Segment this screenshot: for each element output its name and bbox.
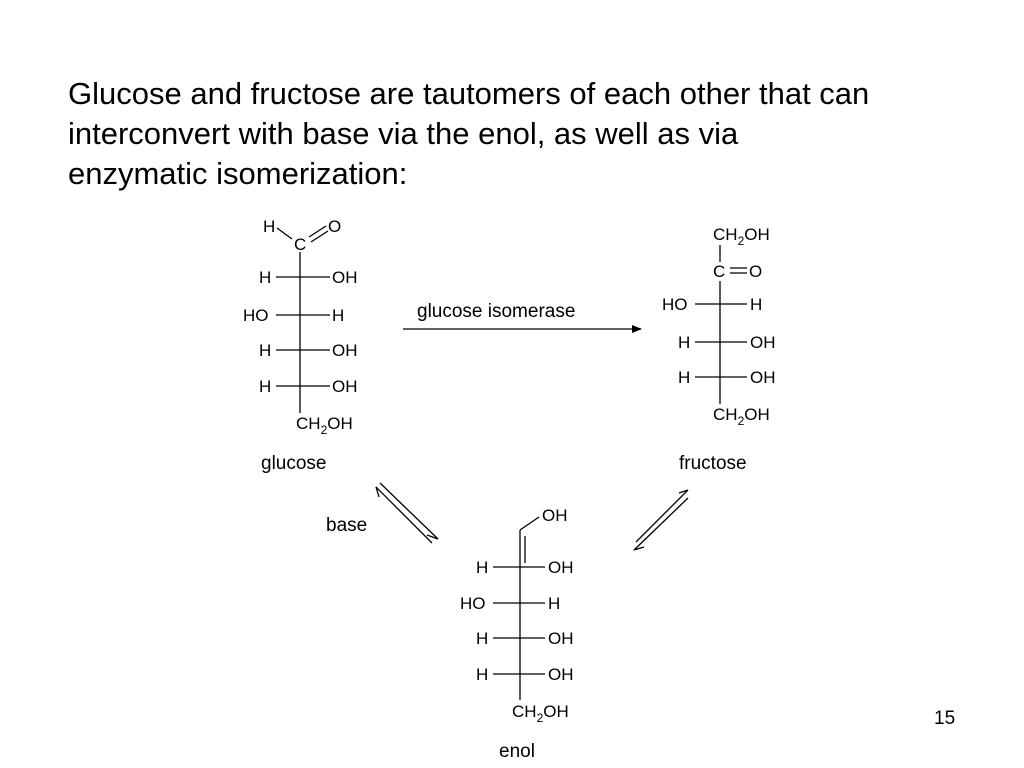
enol-c3-left: HO [460, 594, 486, 613]
enol-to-glucose-arrow [375, 486, 433, 544]
fructose-c2: C [713, 262, 725, 281]
fructose-c6: CH2OH [713, 405, 770, 428]
fructose-c1: CH2OH [713, 225, 770, 248]
glucose-c4-left: H [259, 341, 271, 360]
page-number: 15 [934, 708, 956, 729]
enol-c-oh-bond [519, 516, 540, 531]
glucose-co-bond-1 [308, 225, 327, 238]
glucose-aldehyde-o: O [328, 217, 341, 236]
glucose-structure: H O C H OH HO H H OH H OH CH2OH glucose [243, 217, 358, 474]
fructose-carbonyl-o: O [749, 262, 762, 281]
enol-c6: CH2OH [512, 702, 569, 725]
enol-c2-right: OH [548, 558, 574, 577]
fructose-c3-right: H [750, 295, 762, 314]
enol-c5-right: OH [548, 665, 574, 684]
enol-to-fructose-arrow [635, 489, 689, 543]
enol-c2-left: H [476, 558, 488, 577]
enol-c3-right: H [548, 594, 560, 613]
glucose-to-enol-arrow [379, 482, 439, 540]
enol-c5-left: H [476, 665, 488, 684]
isomerase-label: glucose isomerase [417, 301, 575, 322]
enol-caption: enol [499, 741, 535, 762]
glucose-co-bond-2 [310, 230, 329, 243]
intro-line-1: Glucose and fructose are tautomers of ea… [68, 76, 870, 111]
glucose-aldehyde-h: H [263, 217, 275, 236]
fructose-c5-right: OH [750, 368, 776, 387]
glucose-enol-equilibrium-arrows: base [326, 482, 439, 544]
glucose-c2-right: OH [332, 268, 358, 287]
intro-line-2: interconvert with base via the enol, as … [68, 116, 739, 151]
enol-top-oh: OH [542, 506, 568, 525]
enol-c4-right: OH [548, 629, 574, 648]
enol-fructose-equilibrium-arrows [633, 489, 689, 551]
fructose-c4-right: OH [750, 333, 776, 352]
fructose-c4-left: H [678, 333, 690, 352]
fructose-c3-left: HO [662, 295, 688, 314]
intro-text: Glucose and fructose are tautomers of ea… [68, 74, 978, 194]
fructose-structure: CH2OH C O HO H H OH H OH CH2OH fructose [662, 225, 776, 474]
glucose-c3-left: HO [243, 306, 269, 325]
glucose-c5-right: OH [332, 377, 358, 396]
glucose-c4-right: OH [332, 341, 358, 360]
fructose-to-enol-arrow [633, 497, 689, 551]
glucose-c2-left: H [259, 268, 271, 287]
glucose-c6: CH2OH [296, 414, 353, 437]
glucose-c5-left: H [259, 377, 271, 396]
glucose-c3-right: H [332, 306, 344, 325]
base-label: base [326, 515, 367, 536]
fructose-c5-left: H [678, 368, 690, 387]
glucose-caption: glucose [261, 453, 327, 474]
fructose-caption: fructose [679, 453, 747, 474]
glucose-ch-bond [276, 227, 293, 240]
enol-structure: OH H OH HO H H OH H OH CH2OH enol [460, 506, 574, 762]
isomerase-arrow: glucose isomerase [403, 301, 642, 333]
glucose-c1: C [294, 235, 306, 254]
enol-c4-left: H [476, 629, 488, 648]
intro-line-3: enzymatic isomerization: [68, 156, 408, 191]
